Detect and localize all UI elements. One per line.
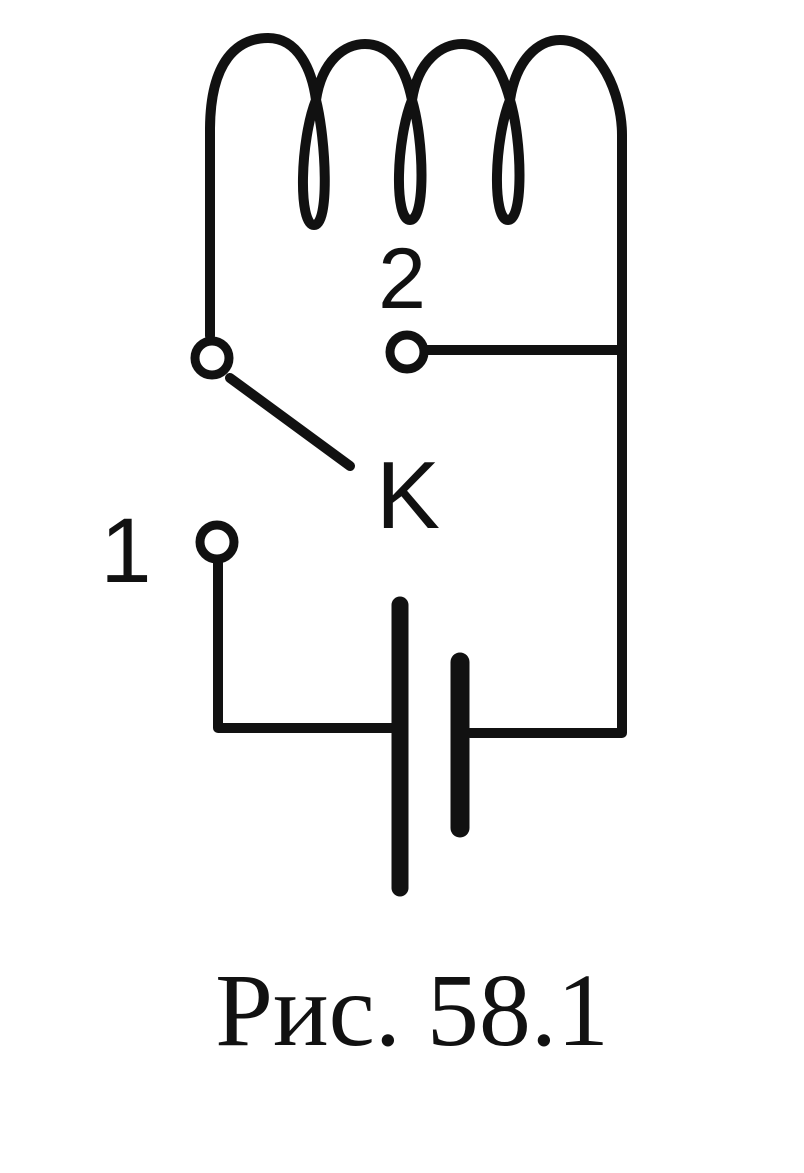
switch-label: K (376, 442, 440, 549)
terminal-1-wire (213, 557, 405, 733)
figure-caption: Рис. 58.1 (215, 953, 609, 1068)
inductor-coil (205, 33, 627, 355)
terminal-2 (385, 330, 429, 374)
terminal-1 (195, 520, 239, 564)
terminal-1-label: 1 (100, 500, 151, 602)
switch-arm (225, 373, 355, 471)
right-wire (465, 345, 627, 738)
switch-pivot-terminal (190, 336, 234, 380)
terminal-2-label: 2 (378, 231, 426, 327)
